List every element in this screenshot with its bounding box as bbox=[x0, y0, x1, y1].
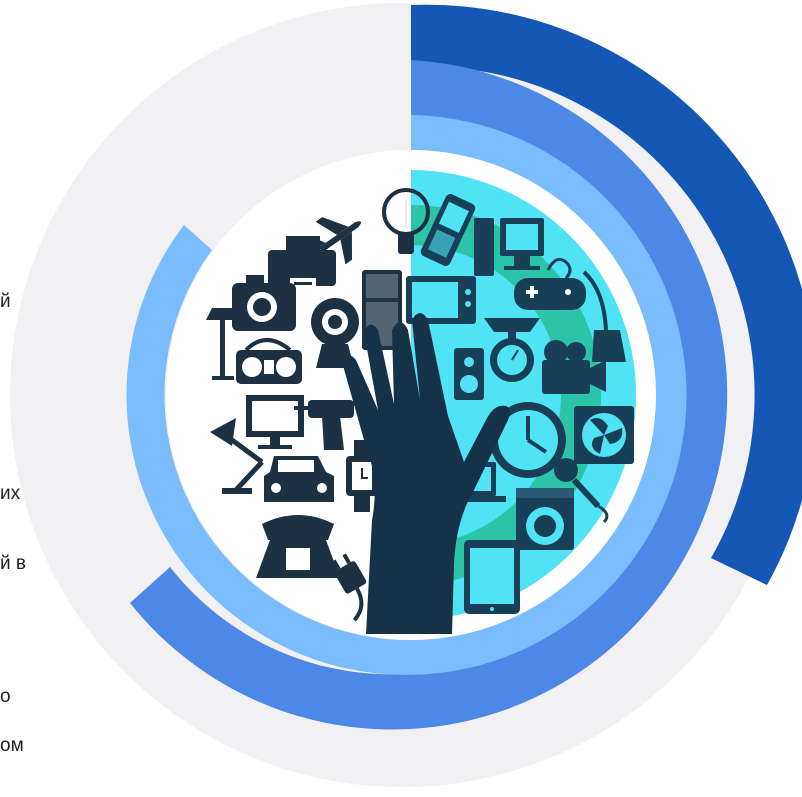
microphone-icon bbox=[554, 458, 609, 524]
text-fragment-5: ом bbox=[0, 735, 24, 756]
tablet-icon bbox=[464, 540, 520, 614]
telephone-icon bbox=[256, 515, 340, 578]
arc-outer bbox=[411, 4, 802, 585]
desktop-computer-icon bbox=[474, 218, 544, 276]
lightbulb-icon bbox=[382, 188, 430, 254]
television-icon bbox=[406, 276, 476, 324]
radio-icon bbox=[236, 338, 302, 384]
floor-lamp-icon bbox=[206, 308, 238, 380]
game-controller-icon bbox=[514, 257, 586, 310]
fan-icon bbox=[574, 406, 634, 464]
mobile-phone-icon bbox=[420, 194, 476, 266]
kitchen-scale-icon bbox=[484, 318, 540, 382]
printer-icon bbox=[268, 236, 336, 294]
text-fragment-2: их bbox=[0, 483, 21, 504]
camera-icon bbox=[232, 275, 296, 331]
washing-machine-icon bbox=[516, 488, 574, 550]
plug-icon bbox=[332, 553, 367, 622]
video-camera-icon bbox=[542, 340, 606, 394]
vacuum-cleaner-icon bbox=[582, 270, 626, 362]
drill-icon bbox=[294, 400, 354, 450]
text-fragment-3: й в bbox=[0, 553, 26, 574]
text-fragment-1: й bbox=[0, 291, 11, 312]
car-icon bbox=[264, 456, 334, 502]
text-fragment-4: о bbox=[0, 686, 11, 707]
wristwatch-icon bbox=[346, 440, 378, 512]
desk-lamp-icon bbox=[210, 418, 264, 494]
speaker-icon bbox=[454, 348, 484, 400]
monitor-icon bbox=[246, 395, 304, 449]
hand-icon bbox=[342, 313, 510, 634]
clock-icon bbox=[490, 402, 566, 478]
